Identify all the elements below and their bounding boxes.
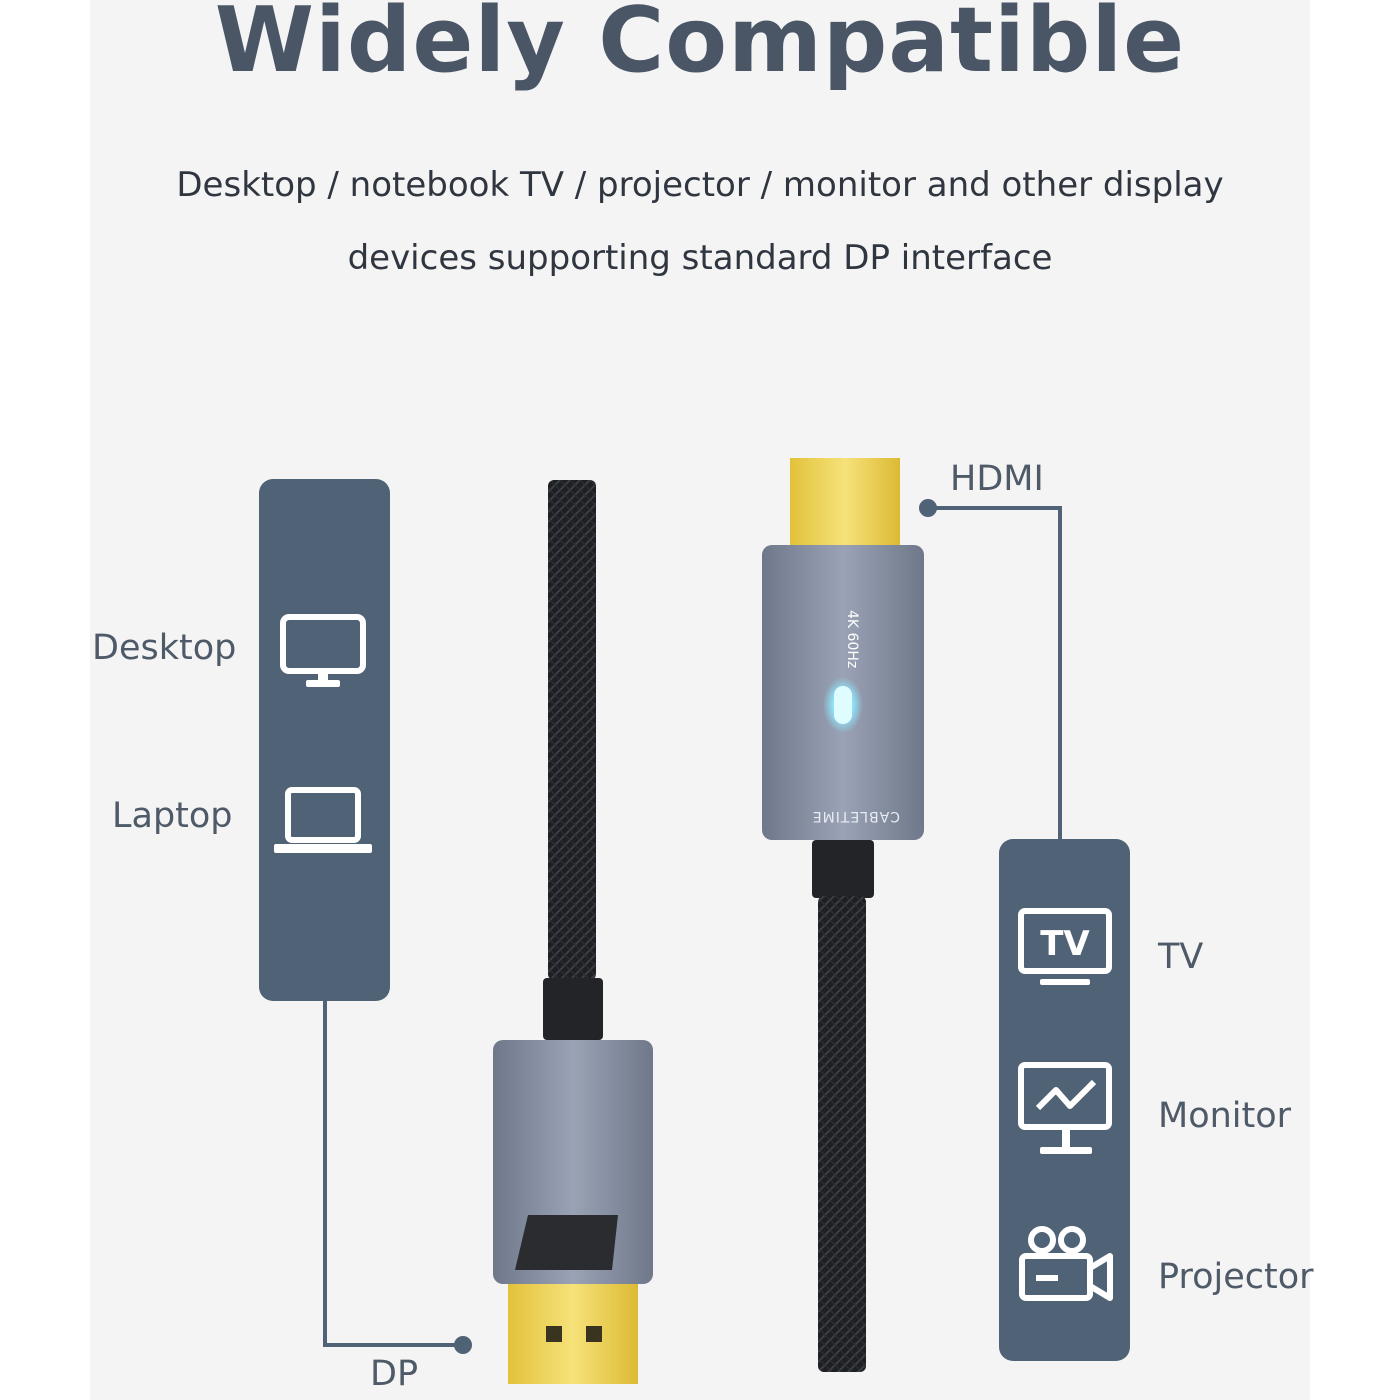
description-line-2: devices supporting standard DP interface	[347, 238, 1053, 278]
projector-icon	[1019, 1226, 1113, 1301]
projector-label: Projector	[1158, 1257, 1314, 1297]
monitor-label: Monitor	[1158, 1096, 1292, 1136]
dp-gold-contact	[508, 1284, 638, 1384]
hdmi-strain-relief	[812, 840, 874, 898]
dp-connector-line	[323, 1001, 463, 1347]
hdmi-spec-text: 4K 60Hz	[844, 610, 860, 668]
hdmi-connector-dot	[919, 499, 937, 517]
tv-label: TV	[1158, 937, 1204, 977]
description-line-1: Desktop / notebook TV / projector / moni…	[176, 165, 1224, 205]
tv-icon: TV	[1018, 908, 1112, 985]
hdmi-label: HDMI	[950, 459, 1044, 499]
hdmi-brand-text: CABLETIME	[812, 808, 900, 824]
desktop-icon	[280, 614, 366, 687]
dp-braided-cable	[548, 480, 596, 980]
dp-label: DP	[370, 1354, 419, 1394]
hdmi-braided-cable	[818, 896, 866, 1372]
dp-release-latch	[515, 1215, 618, 1270]
source-devices-panel	[259, 479, 390, 1001]
dp-connector-dot	[454, 1336, 472, 1354]
desktop-label: Desktop	[92, 628, 237, 668]
hdmi-gold-contact	[790, 458, 900, 550]
tv-icon-text: TV	[1040, 924, 1090, 964]
monitor-icon	[1018, 1062, 1112, 1154]
hdmi-connector-line	[928, 506, 1062, 839]
laptop-label: Laptop	[112, 796, 233, 836]
laptop-icon	[274, 787, 372, 853]
dp-strain-relief	[543, 978, 603, 1040]
page-title: Widely Compatible	[214, 0, 1186, 93]
